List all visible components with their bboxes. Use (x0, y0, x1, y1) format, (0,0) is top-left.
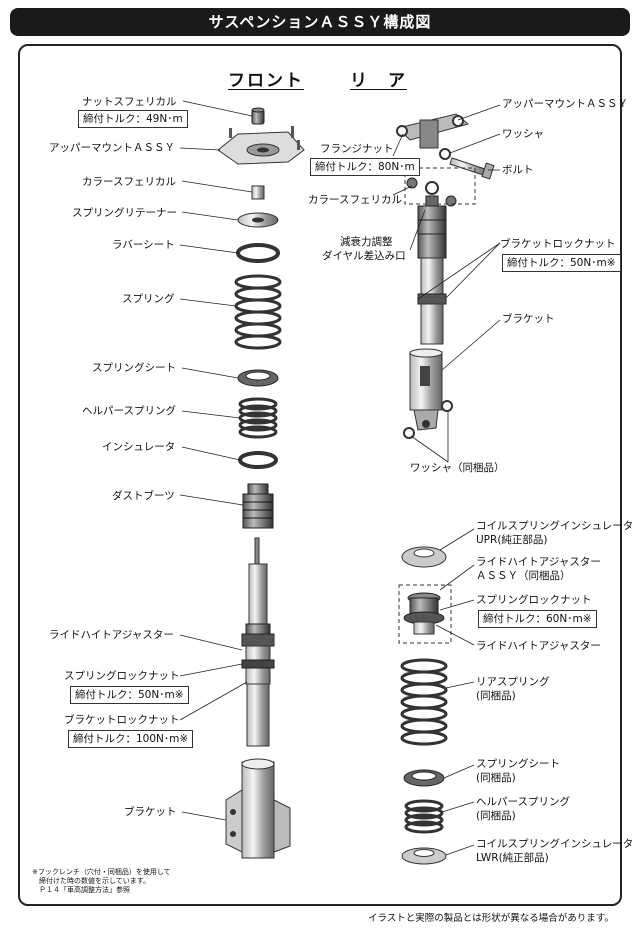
front-rubber-seat-label: ラバーシート (112, 239, 175, 251)
rear-ride-height-assy-label-2: ＡＳＳＹ（同梱品） (476, 570, 571, 582)
rear-coil-upr-label-1: コイルスプリングインシュレータ (476, 520, 634, 532)
rear-collar-label: カラースフェリカル (308, 194, 402, 206)
rear-coil-upr-label-2: UPR(純正部品) (476, 534, 548, 546)
rear-spring-seat-label-1: スプリングシート (476, 758, 560, 770)
rear-helper-spring-label-1: ヘルパースプリング (476, 796, 570, 808)
rear-spring-seat-part (403, 769, 445, 787)
rear-damper-part (417, 195, 447, 345)
rear-washer-included-label: ワッシャ（同梱品） (410, 462, 505, 474)
rear-damping-dial-label-1: 減衰力調整 (340, 236, 393, 248)
rear-spring-lock-nut-label: スプリングロックナット (476, 594, 592, 606)
rear-spring-seat-label-2: (同梱品) (476, 772, 516, 784)
rear-flange-nut-label: フランジナット (320, 143, 394, 155)
rear-bolt-label: ボルト (502, 164, 534, 176)
front-spring-label: スプリング (122, 293, 175, 305)
footnote-line-2: 締付けた時の数値を示しています。 (32, 877, 151, 885)
rear-spring-part (400, 658, 448, 746)
rear-ride-height-assy-label-1: ライドハイトアジャスター (476, 556, 601, 568)
front-spring-lock-torque-box: 締付トルク：50N･m※ (70, 686, 189, 704)
rear-bracket-lock-torque-box: 締付トルク：50N･m※ (502, 254, 621, 272)
rear-spring-label-1: リアスプリング (476, 676, 550, 688)
rear-spring-lock-torque-box: 締付トルク：60N･m※ (478, 610, 597, 628)
rear-washer-label: ワッシャ (502, 128, 544, 140)
front-nut-label: ナットスフェリカル (82, 96, 177, 108)
rear-helper-spring-part (404, 799, 444, 834)
rear-mount-dashed-box (404, 167, 476, 205)
front-nut-torque-box: 締付トルク：49N･m (78, 110, 188, 128)
front-helper-spring-label: ヘルパースプリング (82, 405, 176, 417)
rear-flange-nut-torque-box: 締付トルク：80N･m (310, 158, 420, 176)
front-heading: フロント (228, 71, 304, 91)
footnote-line-1: ※フックレンチ（穴付・同梱品）を使用して (32, 868, 171, 876)
front-collar-label: カラースフェリカル (82, 176, 176, 188)
rear-helper-spring-label-2: (同梱品) (476, 810, 516, 822)
rear-bracket-label: ブラケット (502, 313, 555, 325)
footnote-line-3: Ｐ１４「車高調整方法」参照 (32, 886, 130, 894)
front-insulator-part (238, 451, 278, 469)
front-spring-lock-nut-label: スプリングロックナット (64, 670, 180, 682)
front-bracket-lock-torque-box: 締付トルク：100N･m※ (68, 730, 194, 748)
rear-bracket-part (409, 348, 443, 431)
front-collar-part (251, 185, 265, 200)
page-title: サスペンションＡＳＳＹ構成図 (10, 8, 630, 36)
front-damper-part (241, 537, 275, 747)
front-rubber-seat-part (236, 243, 280, 263)
rear-washer-part (439, 148, 451, 160)
rear-lower-insulator-part (401, 847, 447, 865)
front-nut-part (251, 107, 265, 125)
rear-ride-height-label: ライドハイトアジャスター (476, 640, 601, 652)
rear-ride-height-dashed-box (398, 584, 452, 644)
front-spring-seat-label: スプリングシート (92, 362, 176, 374)
front-upper-mount-part (217, 126, 305, 165)
rear-spring-label-2: (同梱品) (476, 690, 516, 702)
rear-heading: リ ア (350, 71, 407, 91)
rear-coil-lwr-label-2: LWR(純正部品) (476, 852, 549, 864)
rear-washers-included-part (403, 400, 453, 439)
disclaimer-text: イラストと実際の製品とは形状が異なる場合があります。 (368, 913, 614, 924)
front-bracket-part (225, 758, 291, 859)
front-spring-seat-part (237, 369, 279, 387)
rear-upper-mount-part (396, 113, 470, 149)
front-dust-boot-part (242, 483, 274, 529)
front-bracket-label: ブラケット (124, 806, 177, 818)
rear-ride-height-assy-part (403, 592, 445, 635)
rear-coil-lwr-label-1: コイルスプリングインシュレータ (476, 838, 634, 850)
front-retainer-part (237, 212, 279, 228)
front-upper-mount-label: アッパーマウントＡＳＳＹ (49, 142, 175, 154)
rear-damping-dial-label-2: ダイヤル差込み口 (322, 250, 406, 262)
rear-bracket-lock-nut-label: ブラケットロックナット (500, 238, 616, 250)
front-dust-boot-label: ダストブーツ (112, 490, 175, 502)
rear-upper-mount-label: アッパーマウントＡＳＳＹ (502, 98, 628, 110)
diagram-frame (18, 44, 622, 906)
front-spring-part (234, 274, 282, 350)
rear-upper-insulator-part (401, 546, 447, 568)
front-bracket-lock-nut-label: ブラケットロックナット (64, 714, 180, 726)
front-retainer-label: スプリングリテーナー (72, 207, 177, 219)
front-helper-spring-part (238, 397, 278, 439)
front-insulator-label: インシュレータ (102, 441, 176, 453)
rear-bolt-part (449, 157, 495, 180)
front-ride-height-label: ライドハイトアジャスター (49, 629, 174, 641)
